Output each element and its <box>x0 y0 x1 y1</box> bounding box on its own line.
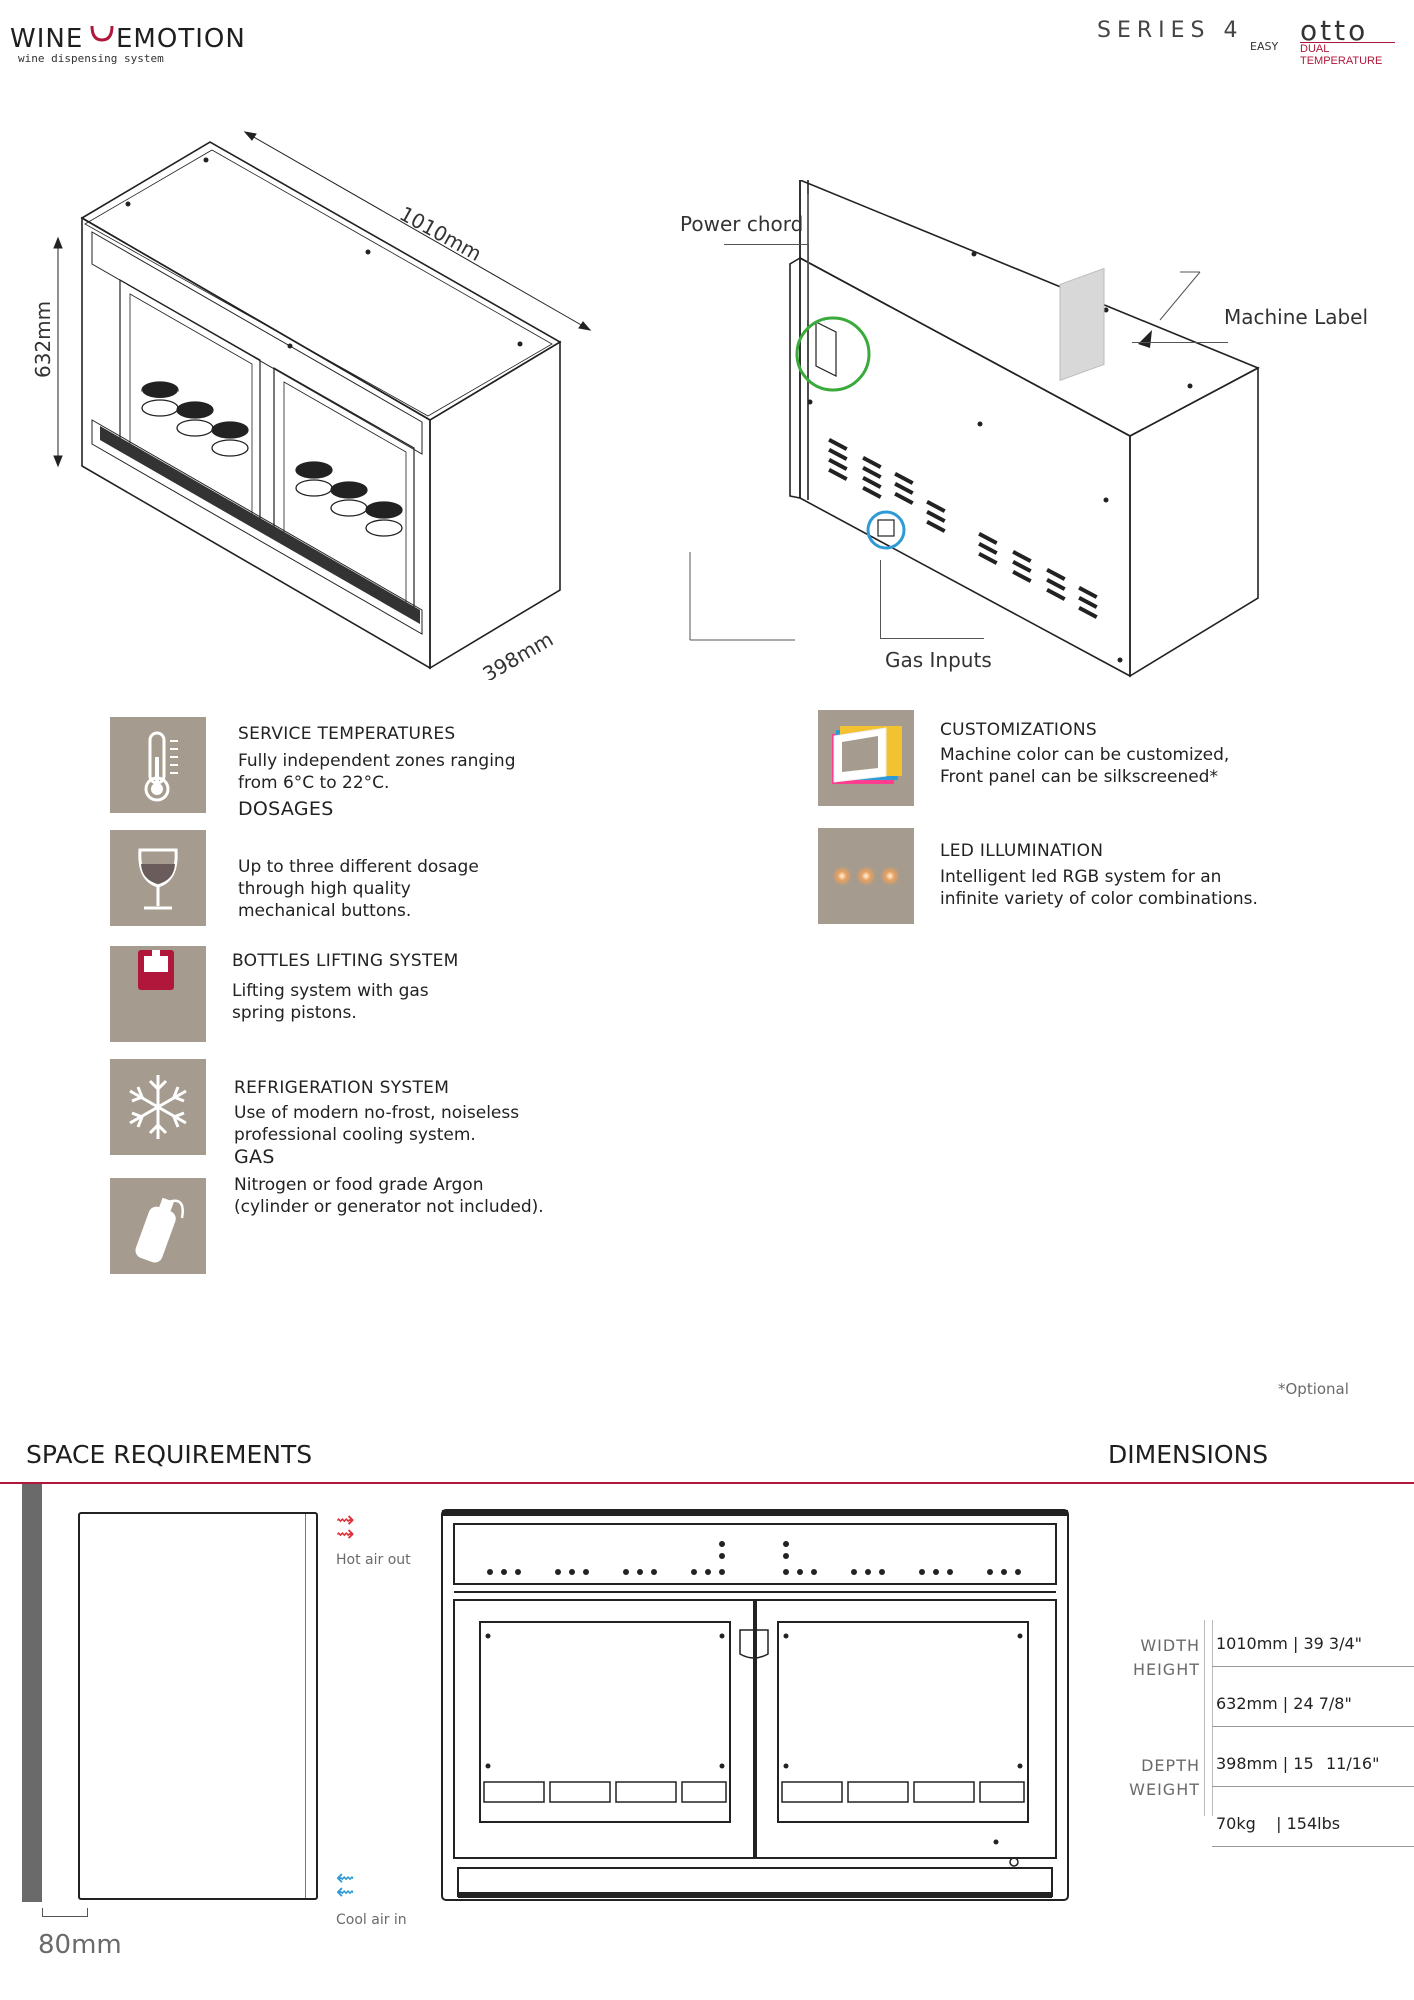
feature-title-bottles-lifting: BOTTLES LIFTING SYSTEM <box>232 951 459 971</box>
dim-row-line-3 <box>1212 1786 1414 1787</box>
feature-line: Lifting system with gas <box>232 981 429 1001</box>
machine-front-iso-drawing: 1010mm 632mm 398mm <box>31 131 592 680</box>
clearance-label: 80mm <box>38 1930 122 1960</box>
feature-line: Fully independent zones ranging <box>238 751 516 771</box>
feature-line: Up to three different dosage <box>238 857 479 877</box>
gas-cylinder-icon <box>110 1178 206 1274</box>
feature-desc-dosages: Up to three different dosage through hig… <box>238 856 479 922</box>
wine-glass-icon <box>110 830 206 926</box>
dim-value-depth-fraction: 11/16" <box>1326 1754 1380 1773</box>
svg-text:EMOTION: EMOTION <box>116 24 246 54</box>
feature-title-gas: GAS <box>234 1146 275 1168</box>
bottle-lift-icon <box>110 946 206 1042</box>
dim-value-weight: 70kg | 154lbs <box>1216 1814 1341 1833</box>
machine-label-leader <box>1132 342 1228 343</box>
feature-line: Nitrogen or food grade Argon <box>234 1175 484 1195</box>
dim-key-width: WIDTH <box>1140 1636 1200 1655</box>
model-sublabel: DUAL TEMPERATURE <box>1300 42 1395 67</box>
feature-desc-service-temperatures: Fully independent zones ranging from 6°C… <box>238 750 515 794</box>
hot-air-icon: ⇝⇝ <box>336 1508 355 1547</box>
power-cord-highlight <box>795 316 871 392</box>
feature-line: infinite variety of color combinations. <box>940 889 1258 909</box>
dim-key-depth: DEPTH <box>1141 1756 1200 1775</box>
series-sublabel: EASY <box>1250 40 1279 53</box>
depth-dimension-label: 398mm <box>479 627 558 680</box>
feature-line: Use of modern no-frost, noiseless <box>234 1103 520 1123</box>
feature-desc-bottles-lifting: Lifting system with gas spring pistons. <box>232 980 429 1024</box>
dimensions-heading: DIMENSIONS <box>1108 1440 1269 1469</box>
dim-value-height: 632mm | 24 7/8" <box>1216 1694 1352 1713</box>
feature-desc-led: Intelligent led RGB system for an infini… <box>940 866 1258 910</box>
optional-note: *Optional <box>1278 1380 1349 1398</box>
feature-line: from 6°C to 22°C. <box>238 773 390 793</box>
gas-inputs-label: Gas Inputs <box>885 648 992 672</box>
machine-rear-iso-drawing <box>689 180 1260 678</box>
wall <box>22 1484 42 1902</box>
gas-inputs-highlight <box>866 510 906 550</box>
feature-line: through high quality <box>238 879 411 899</box>
model-label: otto <box>1300 14 1369 47</box>
dim-row-line-1 <box>1212 1666 1414 1667</box>
led-icon <box>818 828 914 924</box>
dim-value-width: 1010mm | 39 3/4" <box>1216 1634 1363 1653</box>
svg-text:WINE: WINE <box>10 24 83 54</box>
dim-row-line-4 <box>1212 1846 1414 1847</box>
series-label: SERIES 4 <box>1097 18 1244 43</box>
height-dimension-label: 632mm <box>31 301 55 378</box>
cool-air-icon: ⇜⇜ <box>336 1866 355 1905</box>
dimensions-divider-2 <box>1212 1620 1213 1816</box>
machine-label-text: Machine Label <box>1224 305 1369 329</box>
machine-side-view <box>78 1512 318 1900</box>
cool-air-label: Cool air in <box>336 1912 407 1928</box>
series-badge: SERIES 4 EASY otto DUAL TEMPERATURE <box>1095 14 1395 67</box>
gas-inputs-leader-vertical <box>880 560 881 638</box>
feature-desc-customizations: Machine color can be customized, Front p… <box>940 744 1229 788</box>
feature-line: (cylinder or generator not included). <box>234 1197 544 1217</box>
space-requirements-heading: SPACE REQUIREMENTS <box>26 1440 313 1469</box>
machine-front-view <box>441 1509 1069 1901</box>
dimensions-table: WIDTH HEIGHT DEPTH WEIGHT 1010mm | 39 3/… <box>1080 1620 1414 1833</box>
feature-title-service-temperatures: SERVICE TEMPERATURES <box>238 724 456 744</box>
side-panel-edge <box>305 1514 312 1898</box>
feature-line: Machine color can be customized, <box>940 745 1230 765</box>
dim-value-depth: 398mm | 15 <box>1216 1754 1314 1773</box>
feature-line: spring pistons. <box>232 1003 357 1023</box>
power-cord-leader <box>724 244 808 245</box>
dim-key-weight: WEIGHT <box>1129 1780 1200 1799</box>
dimensions-divider <box>1204 1620 1205 1816</box>
feature-title-dosages: DOSAGES <box>238 798 334 820</box>
customization-icon <box>818 710 914 806</box>
dim-row-line-2 <box>1212 1726 1414 1727</box>
snowflake-icon <box>110 1059 206 1155</box>
feature-title-refrigeration: REFRIGERATION SYSTEM <box>234 1078 450 1098</box>
wine-emotion-logo: WINE EMOTION <box>10 24 246 54</box>
machine-label-sticker <box>1059 267 1105 382</box>
feature-title-customizations: CUSTOMIZATIONS <box>940 720 1097 740</box>
thermometer-icon <box>110 717 206 813</box>
feature-line: Intelligent led RGB system for an <box>940 867 1222 887</box>
power-cord-label: Power chord <box>680 212 804 236</box>
feature-line: Front panel can be silkscreened* <box>940 767 1218 787</box>
section-divider <box>0 1482 1414 1484</box>
dim-key-height: HEIGHT <box>1132 1660 1200 1679</box>
feature-line: professional cooling system. <box>234 1125 476 1145</box>
power-cord-leader-vertical <box>808 244 809 324</box>
brand-logo: WINE EMOTION wine dispensing system <box>10 16 310 76</box>
clearance-bracket <box>42 1908 88 1917</box>
gas-inputs-leader-horizontal <box>880 638 984 639</box>
logo-subtitle: wine dispensing system <box>18 52 164 65</box>
feature-desc-refrigeration: Use of modern no-frost, noiseless profes… <box>234 1102 519 1146</box>
hot-air-label: Hot air out <box>336 1552 411 1568</box>
feature-line: mechanical buttons. <box>238 901 412 921</box>
feature-desc-gas: Nitrogen or food grade Argon (cylinder o… <box>234 1174 544 1218</box>
feature-title-led: LED ILLUMINATION <box>940 841 1104 861</box>
